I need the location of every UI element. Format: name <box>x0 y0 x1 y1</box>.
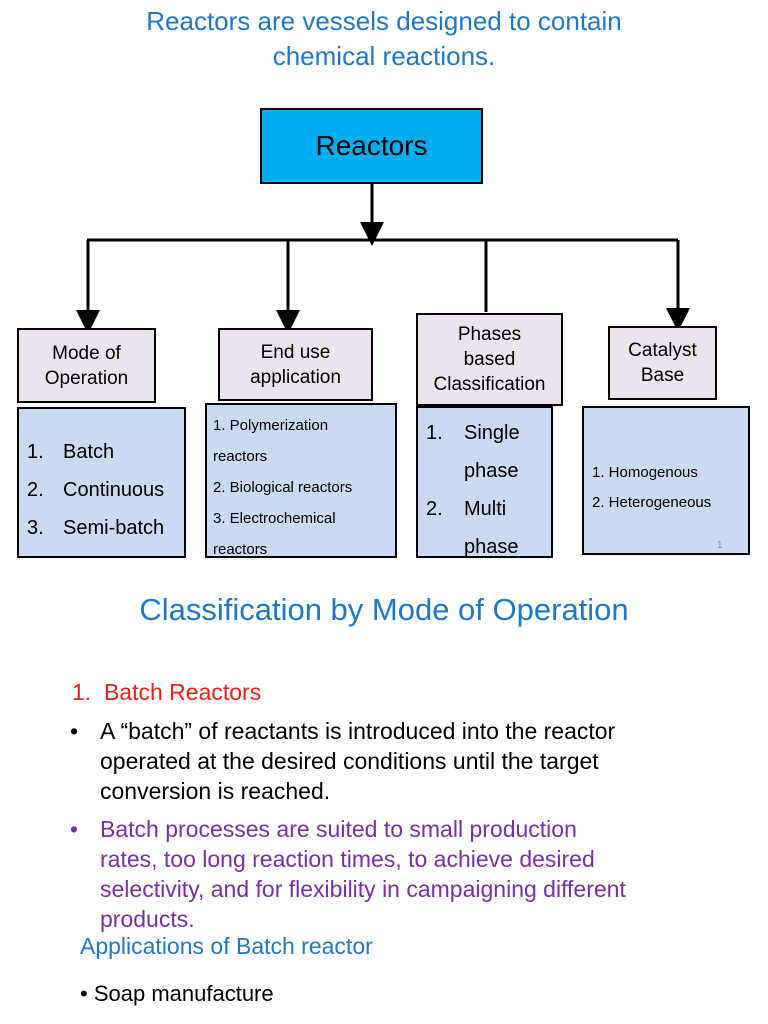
subheading-batch-reactors: 1. Batch Reactors <box>72 679 262 705</box>
page-title: Reactors are vessels designed to contain… <box>0 4 768 74</box>
section-heading: Classification by Mode of Operation <box>139 592 629 627</box>
category-catalyst-base: Catalyst Base <box>608 326 717 400</box>
list-item: 2. Biological reactors <box>213 479 353 496</box>
list-item: 3.Semi-batch <box>27 517 165 539</box>
list-item: 1. Polymerization <box>213 417 329 434</box>
category-label: application <box>250 366 341 388</box>
list-item: 3. Electrochemical <box>213 510 336 527</box>
bullet-item: • A “batch” of reactants is introduced i… <box>70 718 616 804</box>
category-label: based <box>463 349 516 370</box>
category-label: Classification <box>433 374 546 395</box>
category-phases-based-classification: Phases based Classification <box>416 313 563 406</box>
category-label: Mode of <box>52 342 121 364</box>
list-item: 1. Homogenous <box>592 464 698 481</box>
list-item: 2. Heterogeneous <box>592 494 712 511</box>
root-node-reactors: Reactors <box>260 108 483 184</box>
title-line-1: Reactors are vessels designed to contain <box>146 6 622 36</box>
list-end-use-application: 1. Polymerization reactors 2. Biological… <box>205 403 397 558</box>
application-item: • Soap manufacture <box>80 981 274 1006</box>
category-label: Catalyst <box>628 340 697 361</box>
category-label: Base <box>640 365 685 386</box>
category-end-use-application: End use application <box>218 328 373 401</box>
list-item: 2.Continuous <box>27 479 165 501</box>
bullet-dot-icon: • <box>70 816 79 842</box>
list-item: 1.Batch <box>27 441 115 463</box>
list-item: reactors <box>213 448 268 465</box>
list-item: 1.Single <box>426 422 520 444</box>
category-label: Phases <box>457 324 522 345</box>
list-phases: 1.Single phase 2.Multi phase <box>416 406 553 558</box>
bullet-dot-icon: • <box>70 718 79 744</box>
applications-heading: Applications of Batch reactor <box>80 933 373 959</box>
diagram-connectors <box>76 184 690 334</box>
category-label: End use <box>260 341 331 363</box>
category-mode-of-operation: Mode of Operation <box>17 328 156 403</box>
list-item: reactors <box>213 541 268 558</box>
list-mode-of-operation: 1.Batch 2.Continuous 3.Semi-batch <box>17 407 186 558</box>
page-number: 1 <box>717 540 723 551</box>
list-item: phase <box>464 536 519 558</box>
list-catalyst-base: 1. Homogenous 2. Heterogeneous 1 <box>582 406 750 555</box>
bullet-item: • Batch processes are suited to small pr… <box>70 816 626 932</box>
list-item: phase <box>464 460 519 482</box>
title-line-2: chemical reactions. <box>272 41 496 71</box>
category-label: Operation <box>44 367 129 389</box>
bullet-dot-icon: • <box>80 981 94 1006</box>
list-item: 2.Multi <box>426 498 507 520</box>
